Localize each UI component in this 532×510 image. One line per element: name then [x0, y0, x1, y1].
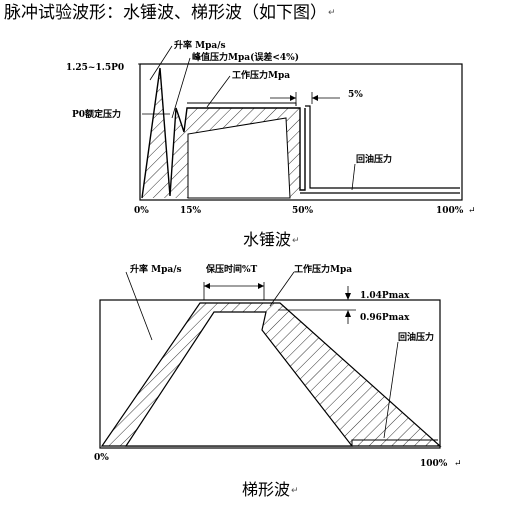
fig2-upper-limit-label: 1.04Pmax [360, 291, 410, 301]
fig2-frame [99, 299, 441, 449]
fig1-tick-50: 50% [292, 206, 314, 216]
fig1-return-pressure-label: 回油压力 [356, 153, 392, 165]
fig1-tick-15: 15% [180, 206, 202, 216]
fig1-tick-0: 0% [134, 206, 149, 216]
fig1-frame [139, 63, 463, 201]
fig1-return-line-upper [305, 105, 460, 189]
fig1-work-pressure-label: 工作压力Mpa [232, 69, 290, 81]
fig2-inner-trapezoid [124, 311, 354, 447]
fig2-return-pressure-label: 回油压力 [398, 331, 434, 343]
fig2-return-band [351, 439, 438, 446]
fig1-tick-100: 100% [436, 206, 464, 216]
fig2-tick-100: 100% [420, 459, 448, 469]
trapezoid-figure: 升率 Mpa/s 保压时间%T 工作压力Mpa 1.04Pmax 0.96Pma… [94, 263, 462, 469]
fig1-tolerance-label: 5% [348, 90, 363, 100]
fig1-waveform [141, 67, 306, 199]
return-mark-icon: ↵ [328, 8, 336, 18]
fig1-inner-block [187, 117, 291, 199]
page-title: 脉冲试验波形：水锤波、梯形波（如下图）↵ [4, 3, 336, 23]
water-hammer-figure: 1.25~1.5P0 P0额定压力 升率 Mpa/s 峰值压力Mpa(误差<4%… [66, 39, 476, 216]
fig2-rise-rate-label: 升率 Mpa/s [130, 263, 182, 275]
fig1-y-label-p0: P0额定压力 [72, 108, 121, 120]
fig1-return-mark-icon: ↵ [468, 206, 476, 216]
fig1-peak-pressure-label: 峰值压力Mpa(误差<4%) [192, 51, 299, 63]
fig2-tick-0: 0% [94, 453, 109, 463]
fig2-lower-limit-label: 0.96Pmax [360, 313, 410, 323]
fig1-caption: 水锤波↵ [243, 230, 300, 249]
fig2-caption: 梯形波↵ [242, 480, 299, 499]
fig1-rise-rate-label: 升率 Mpa/s [174, 39, 226, 51]
fig2-work-pressure-label: 工作压力Mpa [294, 263, 352, 275]
fig1-work-band [187, 102, 297, 106]
fig2-hold-time-label: 保压时间%T [205, 263, 258, 275]
fig2-return-mark-icon: ↵ [454, 459, 462, 469]
fig1-y-label-top: 1.25~1.5P0 [66, 63, 124, 73]
